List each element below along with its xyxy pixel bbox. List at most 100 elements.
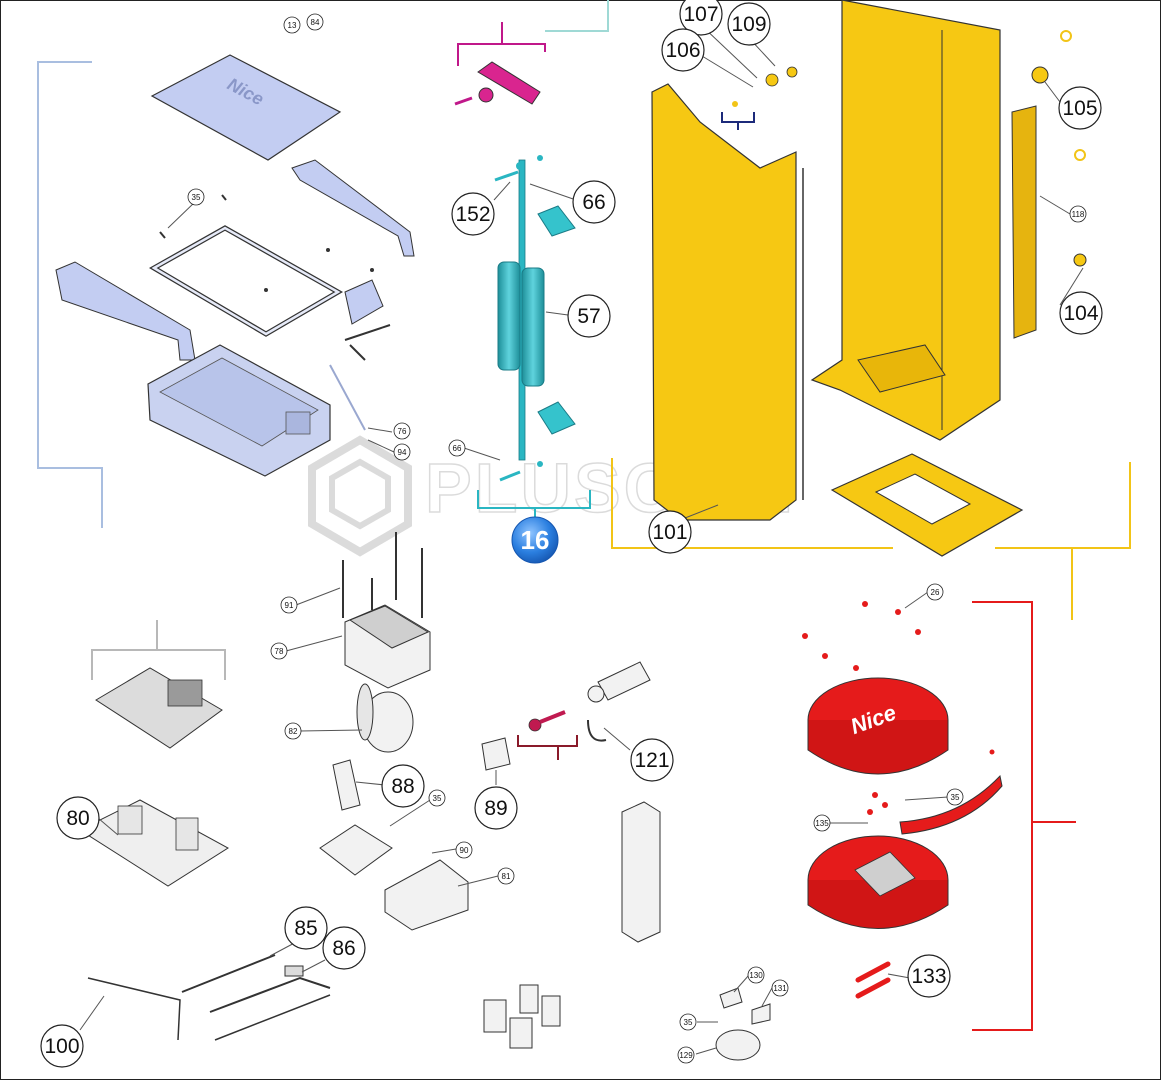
magenta-lever [477, 61, 541, 105]
cover-lid [150, 54, 342, 161]
magenta-bracket [457, 43, 546, 66]
callout-large-105-text: 105 [1062, 97, 1097, 120]
red-bracket [972, 601, 1033, 1031]
callout-small-81-text: 81 [502, 872, 511, 881]
callout-small-94-text: 94 [398, 448, 407, 457]
callout-large-66-circle [572, 180, 616, 224]
callout-large-86-text: 86 [332, 937, 355, 960]
callout-large-106-text: 106 [665, 39, 700, 62]
callout-small-26-circle [926, 583, 944, 601]
callout-large-100-text: 100 [44, 1035, 79, 1058]
callout-small-118-text: 118 [1072, 210, 1085, 219]
callout-small-94: 94 [393, 443, 411, 461]
callout-small-118-circle [1069, 205, 1087, 223]
callout-small-35-circle [428, 789, 446, 807]
callout-small-26-text: 26 [931, 588, 940, 597]
callout-small-131: 131 [771, 979, 789, 997]
group-blue-cover: Nice [37, 54, 415, 528]
callout-large-88-circle [381, 764, 425, 808]
callout-small-84: 84 [306, 13, 324, 31]
callout-large-133-circle [907, 954, 951, 998]
callout-large-106: 106 [661, 28, 705, 72]
callout-small-78-circle [270, 642, 288, 660]
callout-large-88-text: 88 [391, 775, 414, 798]
callout-small-35-text: 35 [433, 794, 442, 803]
callout-large-100: 100 [40, 1024, 84, 1068]
callout-large-105-circle [1058, 86, 1102, 130]
callout-small-76: 76 [393, 422, 411, 440]
callout-large-80-circle [56, 796, 100, 840]
callout-small-81: 81 [497, 867, 515, 885]
callout-small-76-circle [393, 422, 411, 440]
callout-large-109: 109 [727, 2, 771, 46]
callout-small-130: 130 [747, 966, 765, 984]
callout-small-13-text: 13 [288, 21, 297, 30]
board-tray [78, 799, 229, 887]
group-badge-text: 16 [521, 525, 550, 555]
callout-large-89-circle [474, 786, 518, 830]
callout-small-84-text: 84 [311, 18, 320, 27]
bushing-105 [1031, 66, 1049, 84]
callout-small-130-circle [747, 966, 765, 984]
pin-133b [855, 977, 891, 999]
teal-top-line [545, 0, 609, 32]
group-teal-springs: 16 [477, 155, 591, 564]
gray-bracket [91, 649, 226, 680]
callout-small-135-text: 135 [815, 819, 829, 828]
callout-large-121-circle [630, 738, 674, 782]
group-badge [511, 516, 559, 564]
callout-large-152-circle [451, 192, 495, 236]
callout-small-35: 35 [428, 789, 446, 807]
callout-large-80-text: 80 [66, 807, 89, 830]
callout-small-81-circle [497, 867, 515, 885]
spring-left [497, 261, 521, 371]
callout-large-133: 133 [907, 954, 951, 998]
callout-small-66: 66 [448, 439, 466, 457]
callout-large-107-text: 107 [683, 3, 718, 26]
callout-large-89: 89 [474, 786, 518, 830]
callout-small-82: 82 [284, 722, 302, 740]
callout-small-13: 13 [283, 16, 301, 34]
cover-plate [344, 279, 384, 325]
callout-large-80: 80 [56, 796, 100, 840]
callout-small-76-text: 76 [398, 427, 407, 436]
callout-large-85: 85 [284, 906, 328, 950]
callout-small-66-circle [448, 439, 466, 457]
callout-large-100-circle [40, 1024, 84, 1068]
callout-large-104-text: 104 [1063, 302, 1098, 325]
callout-large-105: 105 [1058, 86, 1102, 130]
callout-large-86-circle [322, 926, 366, 970]
callout-small-94-circle [393, 443, 411, 461]
callout-small-135-circle [813, 814, 831, 832]
group-maroon-key [517, 710, 578, 760]
callout-large-66-text: 66 [582, 191, 605, 214]
callout-small-35-text: 35 [684, 1018, 693, 1027]
callout-large-101-circle [648, 510, 692, 554]
callout-small-90: 90 [455, 841, 473, 859]
callout-small-78: 78 [270, 642, 288, 660]
callout-small-84-circle [306, 13, 324, 31]
callout-large-57-circle [567, 294, 611, 338]
front-panel [651, 83, 797, 521]
cover-strip-right [291, 159, 415, 257]
profile-column [621, 801, 661, 943]
callout-small-129-circle [677, 1046, 695, 1064]
callout-small-129-text: 129 [679, 1051, 693, 1060]
callout-small-66-text: 66 [453, 444, 462, 453]
group-yellow-cabinet [611, 0, 1131, 620]
callout-small-130-text: 130 [749, 971, 763, 980]
callout-small-35: 35 [187, 188, 205, 206]
callout-small-35: 35 [946, 788, 964, 806]
callout-small-131-circle [771, 979, 789, 997]
callout-small-90-circle [455, 841, 473, 859]
callout-small-91-circle [280, 596, 298, 614]
spring-block-top [537, 205, 576, 237]
callout-large-133-text: 133 [911, 965, 946, 988]
yellow-bracket-right [995, 462, 1131, 549]
callout-small-82-text: 82 [289, 727, 298, 736]
bushing-104 [1073, 253, 1087, 267]
callout-large-85-circle [284, 906, 328, 950]
navy-bracket [721, 112, 755, 123]
control-board [95, 667, 223, 749]
callout-large-104: 104 [1059, 291, 1103, 335]
